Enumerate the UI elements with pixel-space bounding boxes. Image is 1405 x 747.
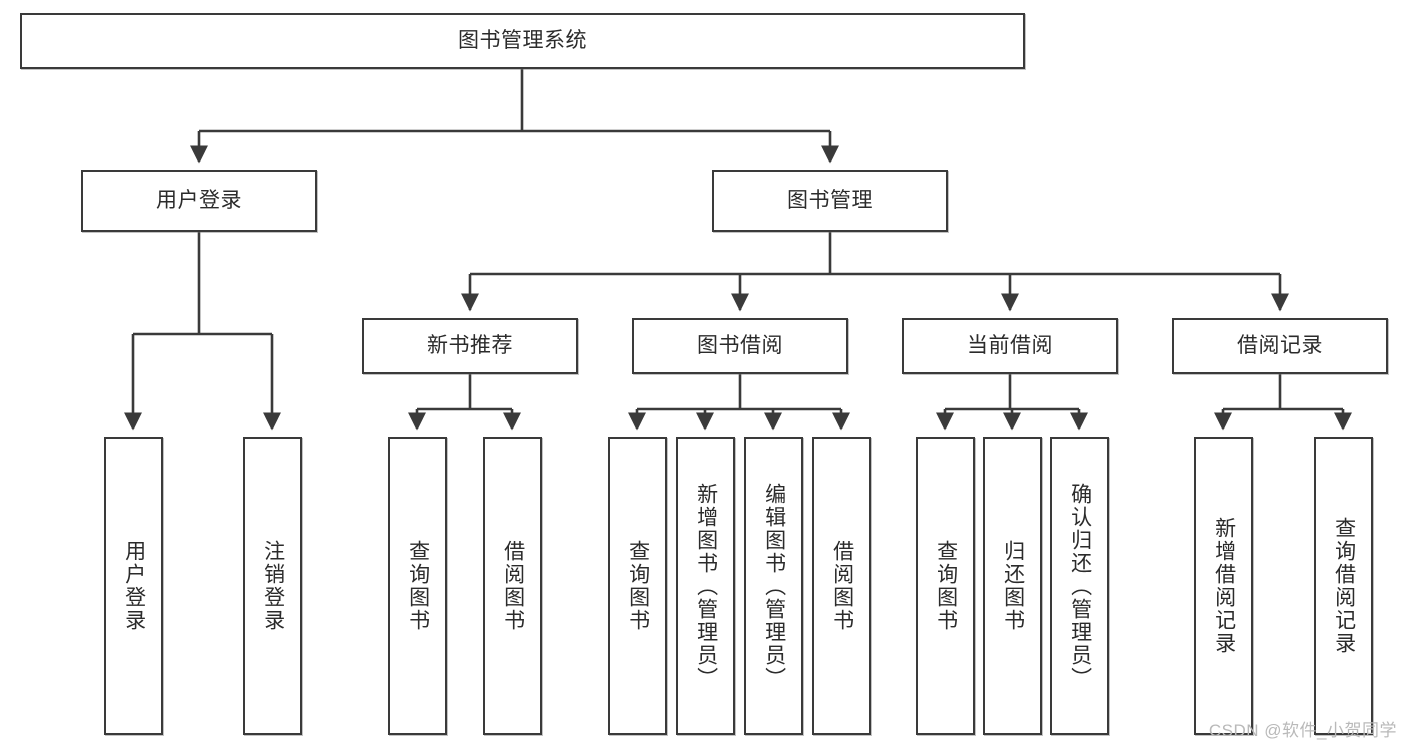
leaf-recommend-query-book[interactable]: 查询图书	[388, 437, 447, 735]
leaf-record-add-borrow-record[interactable]: 新增借阅记录	[1194, 437, 1253, 735]
leaf-user-login[interactable]: 用户登录	[104, 437, 163, 735]
leaf-current-confirm-return-admin[interactable]: 确认归还（管理员）	[1050, 437, 1109, 735]
node-label: 注销登录	[261, 540, 285, 632]
node-book-borrowing[interactable]: 图书借阅	[632, 318, 848, 374]
leaf-borrow-edit-book-admin[interactable]: 编辑图书（管理员）	[744, 437, 803, 735]
leaf-current-return-book[interactable]: 归还图书	[983, 437, 1042, 735]
leaf-current-query-book[interactable]: 查询图书	[916, 437, 975, 735]
node-root-book-management-system[interactable]: 图书管理系统	[20, 13, 1025, 69]
leaf-record-query-borrow-record[interactable]: 查询借阅记录	[1314, 437, 1373, 735]
node-label: 新增借阅记录	[1212, 517, 1236, 655]
node-user-login[interactable]: 用户登录	[81, 170, 317, 232]
node-label: 编辑图书（管理员）	[762, 482, 786, 690]
node-label: 图书管理系统	[458, 29, 587, 53]
node-label: 用户登录	[156, 189, 242, 213]
leaf-user-logout[interactable]: 注销登录	[243, 437, 302, 735]
node-label: 归还图书	[1001, 540, 1025, 632]
node-label: 查询图书	[406, 540, 430, 632]
node-label: 查询图书	[934, 540, 958, 632]
node-label: 借阅图书	[830, 540, 854, 632]
node-label: 查询图书	[626, 540, 650, 632]
node-current-borrowing[interactable]: 当前借阅	[902, 318, 1118, 374]
leaf-borrow-query-book[interactable]: 查询图书	[608, 437, 667, 735]
node-new-book-recommendation[interactable]: 新书推荐	[362, 318, 578, 374]
leaf-borrow-lend-book[interactable]: 借阅图书	[812, 437, 871, 735]
node-label: 确认归还（管理员）	[1068, 482, 1092, 690]
node-label: 用户登录	[122, 540, 146, 632]
node-label: 图书管理	[787, 189, 873, 213]
node-book-management[interactable]: 图书管理	[712, 170, 948, 232]
leaf-recommend-borrow-book[interactable]: 借阅图书	[483, 437, 542, 735]
node-label: 新书推荐	[427, 334, 513, 358]
node-label: 当前借阅	[967, 334, 1053, 358]
node-label: 借阅记录	[1237, 334, 1323, 358]
leaf-borrow-add-book-admin[interactable]: 新增图书（管理员）	[676, 437, 735, 735]
node-borrowing-records[interactable]: 借阅记录	[1172, 318, 1388, 374]
node-label: 图书借阅	[697, 334, 783, 358]
csdn-watermark: CSDN @软件_小贺同学	[1208, 721, 1397, 740]
node-label: 借阅图书	[501, 540, 525, 632]
node-label: 新增图书（管理员）	[694, 482, 718, 690]
node-label: 查询借阅记录	[1332, 517, 1356, 655]
